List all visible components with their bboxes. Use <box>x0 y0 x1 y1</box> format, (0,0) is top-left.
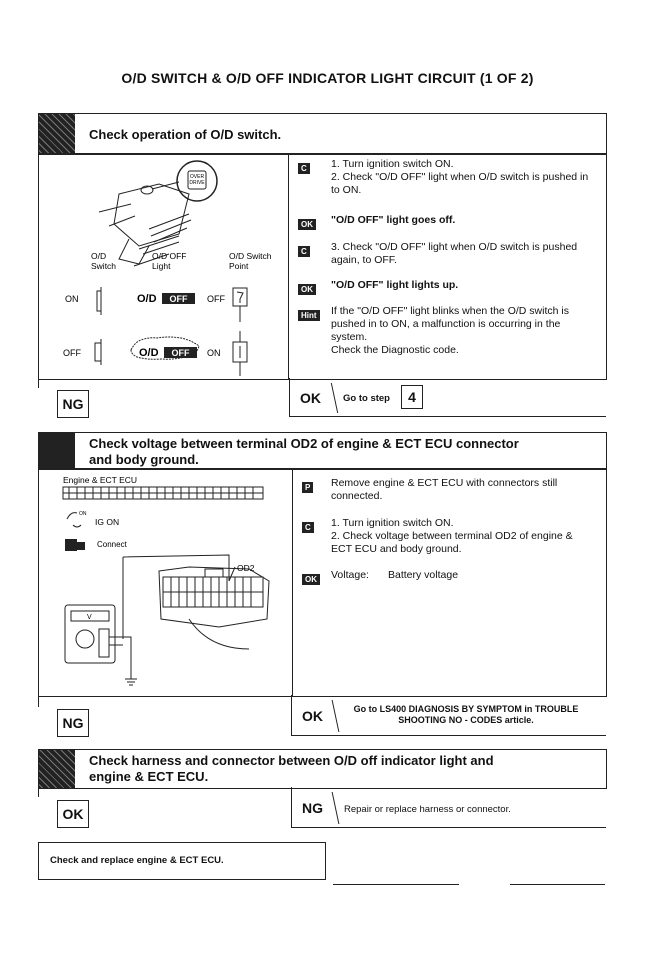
od-switch-diagram: OVER DRIVE O/D Switch O/D OFF Light O/D … <box>63 160 272 376</box>
ok-action: Go to LS400 DIAGNOSIS BY SYMPTOM in TROU… <box>353 704 579 725</box>
connect-label: Connect <box>97 540 128 549</box>
divider <box>292 469 293 696</box>
step-marker-3 <box>39 750 75 788</box>
step-title-2: Check voltage between terminal OD2 of en… <box>89 436 519 467</box>
voltage-check-diagram: Engine & ECT ECU ON IG ON Connect <box>62 475 270 686</box>
step-header-1: Check operation of O/D switch. <box>38 113 607 155</box>
svg-text:OFF: OFF <box>172 348 190 358</box>
hint-text: Check the Diagnostic code. <box>331 344 459 356</box>
hint-text: If the "O/D OFF" light blinks when the O… <box>331 305 569 343</box>
step-text: 3. Check "O/D OFF" light when O/D switch… <box>331 241 578 266</box>
step-header-2: Check voltage between terminal OD2 of en… <box>38 432 607 470</box>
col-point-label: O/D Switch <box>229 251 272 261</box>
tag-hint: Hint <box>298 310 320 321</box>
page-title: O/D SWITCH & O/D OFF INDICATOR LIGHT CIR… <box>121 70 534 86</box>
ok-outcome-box <box>291 695 606 736</box>
svg-text:Light: Light <box>152 261 171 271</box>
ok-result: "O/D OFF" light lights up. <box>331 279 459 291</box>
step-body-1: OVER DRIVE O/D Switch O/D OFF Light O/D … <box>38 153 607 380</box>
tag-p: P <box>302 482 314 493</box>
ok-voltage-value: Battery voltage <box>388 569 459 581</box>
ok-outcome-box <box>289 378 606 417</box>
tag-c: C <box>298 163 310 174</box>
footer-rule <box>333 884 459 885</box>
ng-label: NG <box>302 800 323 816</box>
step-text: 2. Check "O/D OFF" light when O/D switch… <box>331 171 589 196</box>
svg-text:Switch: Switch <box>91 261 116 271</box>
meter-label: V <box>87 614 92 621</box>
svg-text:O/D: O/D <box>139 347 159 359</box>
point-off-label: OFF <box>207 294 225 304</box>
ok-voltage-label: Voltage: <box>331 569 369 581</box>
ok-box: OK <box>57 800 89 828</box>
step-marker-1 <box>39 114 75 154</box>
ng-outcome-box <box>291 787 606 828</box>
row-off-label: OFF <box>63 348 81 358</box>
prep-text: Remove engine & ECT ECU with connectors … <box>331 477 558 502</box>
callout-label: OVER <box>190 174 205 180</box>
ng-box: NG <box>57 390 89 418</box>
tag-ok: OK <box>298 284 316 295</box>
final-action: Check and replace engine & ECT ECU. <box>50 855 224 866</box>
ecu-label: Engine & ECT ECU <box>63 475 137 485</box>
od2-label: OD2 <box>237 563 255 573</box>
point-on-label: ON <box>207 348 221 358</box>
ok-result: "O/D OFF" light goes off. <box>331 214 456 226</box>
final-action-box: Check and replace engine & ECT ECU. <box>38 842 326 880</box>
step-title-3: Check harness and connector between O/D … <box>89 753 494 784</box>
divider <box>288 154 289 379</box>
footer-rule <box>510 884 605 885</box>
row-on-label: ON <box>65 294 79 304</box>
ok-label: OK <box>300 390 321 406</box>
step-header-3: Check harness and connector between O/D … <box>38 749 607 789</box>
ng-connector <box>38 695 39 707</box>
svg-text:ON: ON <box>79 511 87 517</box>
tag-ok: OK <box>298 219 316 230</box>
step-text: 1. Turn ignition switch ON. <box>331 517 454 529</box>
ign-label: IG ON <box>95 517 119 527</box>
svg-text:DRIVE: DRIVE <box>189 180 205 186</box>
col-switch-label: O/D <box>91 251 106 261</box>
step-text: 1. Turn ignition switch ON. <box>331 158 454 170</box>
tag-c: C <box>298 246 310 257</box>
ok-connector <box>38 787 39 797</box>
tag-c: C <box>302 522 314 533</box>
light-text-on: O/D <box>137 293 157 305</box>
col-light-label: O/D OFF <box>152 251 186 261</box>
ng-connector <box>38 378 39 388</box>
ng-action: Repair or replace harness or connector. <box>344 804 511 815</box>
ng-box: NG <box>57 709 89 737</box>
svg-text:Point: Point <box>229 261 249 271</box>
ok-label: OK <box>302 708 323 724</box>
tag-ok: OK <box>302 574 320 585</box>
svg-text:OFF: OFF <box>170 294 188 304</box>
ok-action: Go to step <box>343 393 390 404</box>
step-title-1: Check operation of O/D switch. <box>89 127 282 142</box>
step-marker-2 <box>39 433 75 469</box>
step-number-box: 4 <box>401 385 423 409</box>
step-body-2: Engine & ECT ECU ON IG ON Connect <box>38 468 607 697</box>
step-text: 2. Check voltage between terminal OD2 of… <box>331 530 573 555</box>
